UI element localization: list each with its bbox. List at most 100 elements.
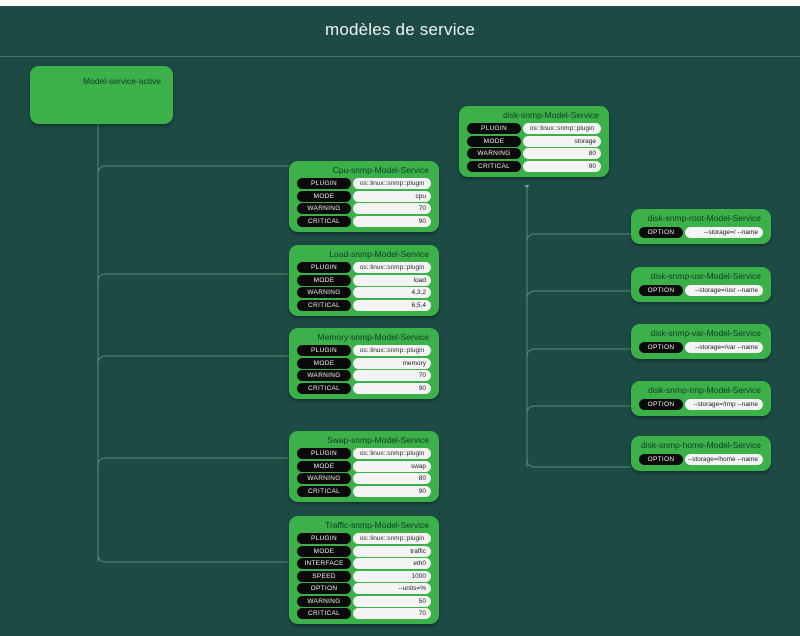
node-disk-snmp-tmp-model-service[interactable]: disk-snmp-tmp-Model-Service OPTION --sto… <box>631 381 771 416</box>
node-disk-snmp-home-model-service[interactable]: disk-snmp-home-Model-Service OPTION --st… <box>631 436 771 471</box>
node-rows: PLUGIN os::linux::snmp::plugin MODE load… <box>289 262 439 316</box>
row-critical[interactable]: CRITICAL 90 <box>297 485 431 497</box>
row-value: os::linux::snmp::plugin <box>523 123 601 134</box>
node-disk-snmp-root-model-service[interactable]: disk-snmp-root-Model-Service OPTION --st… <box>631 209 771 244</box>
row-option[interactable]: OPTION --storage=/var --name <box>639 342 763 353</box>
node-disk-snmp-model-service[interactable]: disk-snmp-Model-Service PLUGIN os::linux… <box>459 106 609 177</box>
row-value: os::linux::snmp::plugin <box>353 178 431 189</box>
row-plugin[interactable]: PLUGIN os::linux::snmp::plugin <box>297 345 431 356</box>
row-mode[interactable]: MODE traffic <box>297 545 431 557</box>
row-key: MODE <box>467 135 521 147</box>
row-plugin[interactable]: PLUGIN os::linux::snmp::plugin <box>297 448 431 459</box>
row-speed[interactable]: SPEED 1000 <box>297 570 431 582</box>
row-key: PLUGIN <box>297 533 351 544</box>
row-key: MODE <box>297 460 351 472</box>
row-mode[interactable]: MODE swap <box>297 460 431 472</box>
node-rows: OPTION --storage=/home --name <box>631 453 771 471</box>
row-mode[interactable]: MODE cpu <box>297 190 431 202</box>
node-rows: OPTION --storage=/usr --name <box>631 284 771 302</box>
node-memory-snmp-model-service[interactable]: Memory-snmp-Model-Service PLUGIN os::lin… <box>289 328 439 399</box>
row-key: WARNING <box>297 287 351 298</box>
row-plugin[interactable]: PLUGIN os::linux::snmp::plugin <box>297 262 431 273</box>
row-value: eth0 <box>353 558 431 569</box>
row-key: MODE <box>297 357 351 369</box>
node-title: Model-service-active <box>83 76 161 86</box>
node-load-snmp-model-service[interactable]: Load-snmp-Model-Service PLUGIN os::linux… <box>289 245 439 316</box>
row-value: memory <box>353 357 431 369</box>
row-key: WARNING <box>297 203 351 214</box>
node-title: disk-snmp-home-Model-Service <box>641 440 761 450</box>
row-key: OPTION <box>639 227 683 238</box>
row-value: 80 <box>353 473 431 484</box>
row-mode[interactable]: MODE storage <box>467 135 601 147</box>
node-rows: PLUGIN os::linux::snmp::plugin MODE swap… <box>289 448 439 502</box>
row-value: cpu <box>353 190 431 202</box>
row-key: OPTION <box>639 454 683 465</box>
row-warning[interactable]: WARNING 4,3,2 <box>297 287 431 298</box>
row-warning[interactable]: WARNING 80 <box>297 473 431 484</box>
row-value: --storage=/home --name <box>685 454 763 465</box>
row-critical[interactable]: CRITICAL 70 <box>297 608 431 619</box>
row-value: os::linux::snmp::plugin <box>353 345 431 356</box>
row-critical[interactable]: CRITICAL 90 <box>297 215 431 227</box>
node-model-service-active[interactable]: Model-service-active <box>30 66 173 124</box>
row-key: OPTION <box>639 399 683 410</box>
row-key: CRITICAL <box>297 608 351 619</box>
row-key: MODE <box>297 274 351 286</box>
row-option[interactable]: OPTION --storage=/usr --name <box>639 285 763 296</box>
node-disk-snmp-var-model-service[interactable]: disk-snmp-var-Model-Service OPTION --sto… <box>631 324 771 359</box>
row-key: MODE <box>297 190 351 202</box>
node-title: Swap-snmp-Model-Service <box>326 435 429 445</box>
node-title: disk-snmp-usr-Model-Service <box>650 271 761 281</box>
row-warning[interactable]: WARNING 70 <box>297 203 431 214</box>
node-swap-snmp-model-service[interactable]: Swap-snmp-Model-Service PLUGIN os::linux… <box>289 431 439 502</box>
node-traffic-snmp-model-service[interactable]: Traffic-snmp-Model-Service PLUGIN os::li… <box>289 516 439 624</box>
row-value: 90 <box>523 160 601 172</box>
diagram-board: modèles de service <box>0 6 800 636</box>
node-disk-snmp-usr-model-service[interactable]: disk-snmp-usr-Model-Service OPTION --sto… <box>631 267 771 302</box>
row-key: WARNING <box>467 148 521 159</box>
row-option[interactable]: OPTION --storage=/home --name <box>639 454 763 465</box>
node-title: disk-snmp-root-Model-Service <box>647 213 761 223</box>
row-key: INTERFACE <box>297 558 351 569</box>
row-plugin[interactable]: PLUGIN os::linux::snmp::plugin <box>297 178 431 189</box>
row-key: WARNING <box>297 370 351 381</box>
node-title: Load-snmp-Model-Service <box>329 249 429 259</box>
row-plugin[interactable]: PLUGIN os::linux::snmp::plugin <box>297 533 431 544</box>
node-rows: PLUGIN os::linux::snmp::plugin MODE cpu … <box>289 178 439 232</box>
row-value: --storage=/usr --name <box>685 285 763 296</box>
row-value: --storage=/ --name <box>685 227 763 238</box>
row-critical[interactable]: CRITICAL 90 <box>467 160 601 172</box>
row-mode[interactable]: MODE memory <box>297 357 431 369</box>
row-key: PLUGIN <box>297 448 351 459</box>
row-value: 70 <box>353 203 431 214</box>
node-rows: PLUGIN os::linux::snmp::plugin MODE memo… <box>289 345 439 399</box>
row-critical[interactable]: CRITICAL 6,5,4 <box>297 299 431 311</box>
row-value: storage <box>523 135 601 147</box>
row-critical[interactable]: CRITICAL 90 <box>297 382 431 394</box>
row-value: 4,3,2 <box>353 287 431 298</box>
row-key: PLUGIN <box>467 123 521 134</box>
row-value: os::linux::snmp::plugin <box>353 448 431 459</box>
row-mode[interactable]: MODE load <box>297 274 431 286</box>
row-value: 90 <box>353 485 431 497</box>
row-key: OPTION <box>297 583 351 594</box>
row-option[interactable]: OPTION --storage=/tmp --name <box>639 399 763 410</box>
row-value: 70 <box>353 608 431 619</box>
row-key: CRITICAL <box>297 485 351 497</box>
row-key: MODE <box>297 545 351 557</box>
row-value: os::linux::snmp::plugin <box>353 533 431 544</box>
node-title: Cpu-snmp-Model-Service <box>332 165 429 175</box>
row-interface[interactable]: INTERFACE eth0 <box>297 558 431 569</box>
node-title: Memory-snmp-Model-Service <box>317 332 429 342</box>
row-option[interactable]: OPTION --storage=/ --name <box>639 227 763 238</box>
row-plugin[interactable]: PLUGIN os::linux::snmp::plugin <box>467 123 601 134</box>
row-value: 80 <box>523 148 601 159</box>
node-cpu-snmp-model-service[interactable]: Cpu-snmp-Model-Service PLUGIN os::linux:… <box>289 161 439 232</box>
row-warning[interactable]: WARNING 70 <box>297 370 431 381</box>
row-warning[interactable]: WARNING 50 <box>297 595 431 607</box>
node-rows: OPTION --storage=/tmp --name <box>631 398 771 416</box>
row-option[interactable]: OPTION --units=% <box>297 583 431 594</box>
row-warning[interactable]: WARNING 80 <box>467 148 601 159</box>
row-value: swap <box>353 460 431 472</box>
